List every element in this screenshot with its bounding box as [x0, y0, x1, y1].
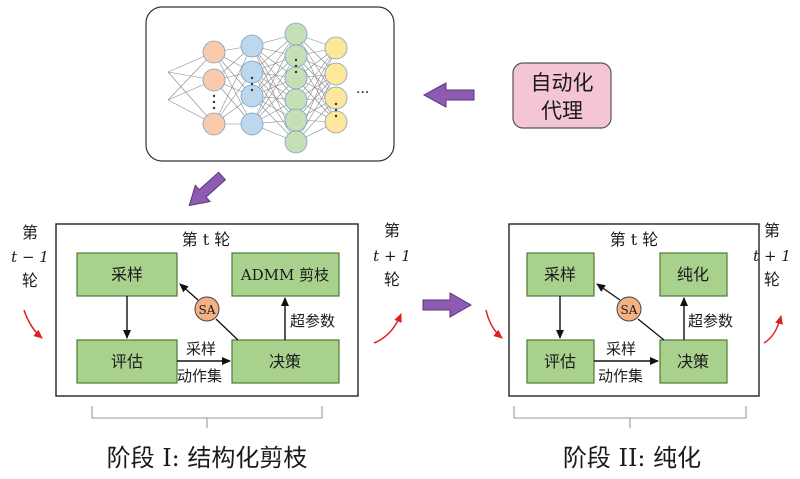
nn-ellipsis-dot [294, 58, 298, 62]
nn-edge [295, 73, 337, 143]
agent-label-line1: 自动化 [531, 71, 594, 95]
nn-ellipsis-dot [250, 82, 254, 86]
stage2-arrow-decide-to-sa [637, 318, 665, 341]
nn-ellipsis: ··· [356, 85, 369, 101]
stage1-hyper-label: 超参数 [290, 312, 335, 330]
nn-edge [167, 71, 215, 125]
stage1-next-round-a: 第 [384, 221, 400, 240]
nn-edge [251, 55, 297, 125]
stage2-brace [513, 406, 747, 419]
stage1-sample-label: 采样 [111, 265, 143, 284]
stage2-sample-set-line2: 动作集 [598, 367, 643, 385]
purple-arrow-diagonal [188, 171, 227, 207]
nn-node [240, 34, 264, 58]
nn-node [202, 40, 226, 64]
purple-arrow-right [422, 292, 473, 318]
purple-arrow-left [422, 82, 475, 108]
nn-ellipsis-dot [212, 106, 216, 110]
nn-node [324, 86, 348, 110]
stage2-purify-box [659, 252, 728, 297]
nn-ellipsis-dot [334, 102, 338, 106]
stage2-caption: 阶段 II: 纯化 [563, 444, 701, 472]
nn-node [324, 110, 348, 134]
stage2-sample-label: 采样 [544, 265, 576, 284]
agent-label-line2: 代理 [541, 99, 583, 123]
stage2-evaluate-label: 评估 [544, 352, 576, 371]
nn-ellipsis-dot [250, 88, 254, 92]
nn-node [324, 36, 348, 60]
nn-edge [295, 55, 337, 123]
nn-node [284, 22, 308, 46]
stage2-next-round-a: 第 [764, 221, 780, 240]
stage1-arrow-sa-to-sample [179, 283, 199, 301]
stage1-prev-round-b: t − 1 [11, 248, 49, 266]
stage2-arrow-sa-to-sample [596, 283, 621, 301]
stage2-next-round-red-arrow [763, 315, 783, 344]
stage2-round-label: 第 t 轮 [610, 230, 659, 249]
stage2-evaluate-box [526, 339, 595, 384]
nn-edge [251, 71, 297, 143]
stage1-prev-round-red-arrow [23, 309, 43, 339]
nn-node [284, 108, 308, 132]
nn-edge [213, 45, 253, 125]
stage1-prev-round-a: 第 [22, 223, 38, 242]
nn-ellipsis-dot [294, 70, 298, 74]
stage1-prune-box [231, 252, 340, 297]
nn-node [284, 88, 308, 112]
stage1-next-round-c: 轮 [384, 270, 400, 289]
stage2-sa-label: SA [621, 303, 638, 317]
stage1-round-label: 第 t 轮 [182, 230, 231, 249]
stage1-arrow-decide-to-sa [215, 318, 239, 341]
nn-ellipsis-dot [334, 114, 338, 118]
nn-ellipsis-dot [334, 108, 338, 112]
stage1-sa-node [194, 296, 220, 322]
stage1-next-round-red-arrow [373, 313, 402, 344]
nn-ellipsis-dot [212, 100, 216, 104]
stage1-decide-box [231, 339, 340, 384]
nn-ellipsis-dot [294, 64, 298, 68]
stage2-sa-node [616, 296, 642, 322]
stage1-prev-round-c: 轮 [22, 271, 38, 290]
nn-ellipsis-dot [212, 94, 216, 98]
stage2-sample-set-line1: 采样 [606, 340, 636, 358]
stage2-purify-label: 纯化 [677, 265, 709, 284]
stage2-next-round-c: 轮 [764, 270, 780, 289]
nn-edge [251, 33, 297, 97]
nn-node [202, 68, 226, 92]
stage2-next-round-b: t + 1 [753, 247, 791, 265]
nn-edge [295, 33, 337, 99]
stage1-evaluate-label: 评估 [111, 352, 143, 371]
nn-node [324, 62, 348, 86]
stage1-sa-label: SA [199, 303, 216, 317]
nn-node [240, 112, 264, 136]
stage1-decide-label: 决策 [269, 352, 301, 371]
automation-agent-box [512, 62, 612, 129]
nn-node [284, 44, 308, 68]
nn-node [240, 60, 264, 84]
nn-edge [251, 45, 297, 101]
stage2-decide-box [659, 339, 728, 384]
nn-node [240, 84, 264, 108]
stage1-brace [91, 406, 323, 419]
nn-node [284, 130, 308, 154]
nn-ellipsis-dot [250, 76, 254, 80]
stage1-next-round-b: t + 1 [373, 247, 411, 265]
stage1-sample-set-line2: 动作集 [177, 367, 222, 385]
stage1-prune-label: ADMM 剪枝 [240, 266, 329, 284]
neural-network-nodes [202, 22, 348, 154]
stage2-prev-round-red-arrow [485, 309, 503, 339]
nn-node [284, 66, 308, 90]
nn-node [202, 112, 226, 136]
stage2-decide-label: 决策 [677, 352, 709, 371]
stage2-hyper-label: 超参数 [688, 312, 733, 330]
stage1-sample-set-line1: 采样 [186, 340, 216, 358]
stage1-caption: 阶段 I: 结构化剪枝 [107, 444, 308, 472]
stage1-evaluate-box [76, 339, 178, 384]
